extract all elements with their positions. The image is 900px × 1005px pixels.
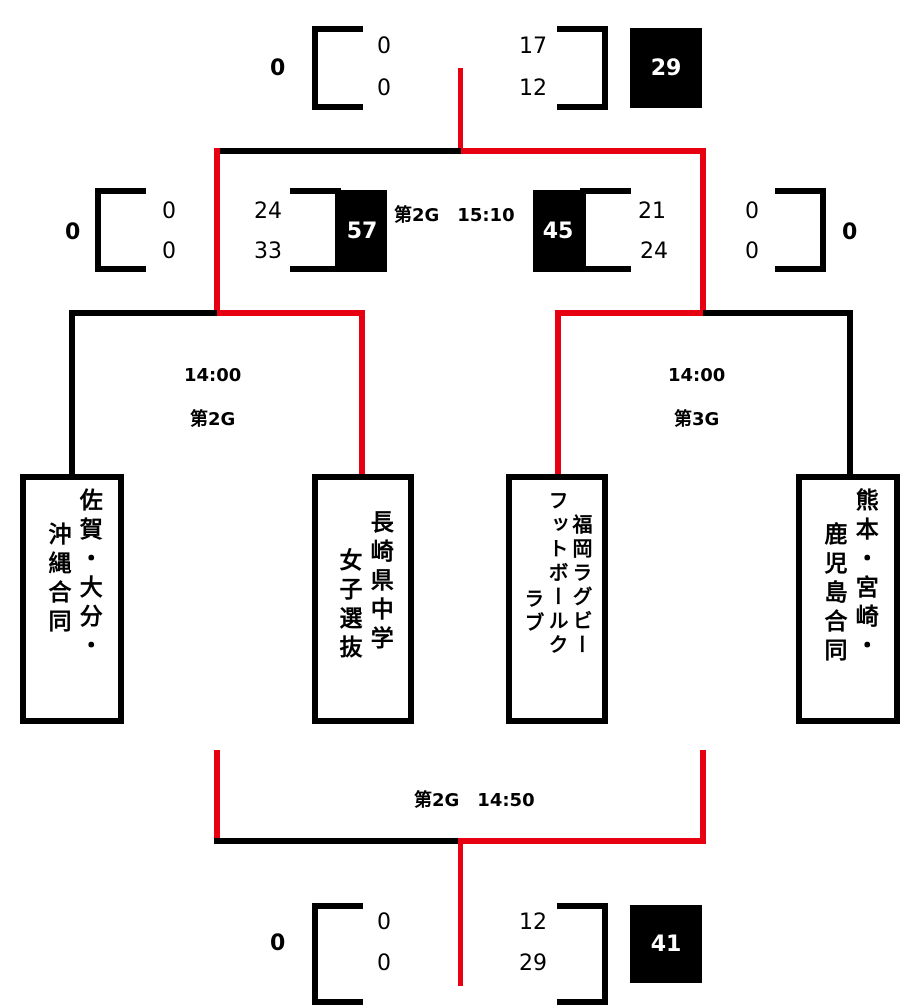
team-name-line: 福岡ラグビー xyxy=(569,514,593,658)
r1-left-right-horizontal-line xyxy=(217,310,364,316)
r1-left-team2-vertical-line xyxy=(359,310,365,478)
bottom-left-half1: 0 xyxy=(377,910,391,935)
team-name-line: 鹿児島合同 xyxy=(820,522,846,667)
bottom-right-half2: 29 xyxy=(519,951,547,976)
final-stem-line xyxy=(458,68,463,153)
team-name-line: 熊本・宮崎・ xyxy=(851,488,878,662)
semi-right-right-half2: 0 xyxy=(745,239,759,264)
semi-right-right-half1: 0 xyxy=(745,199,759,224)
team-name-line: ラブ xyxy=(521,588,545,636)
semi-left-left-total: 0 xyxy=(65,220,81,245)
semi-left-right-half1: 24 xyxy=(254,199,282,224)
bottom-left-bracket xyxy=(312,903,363,1005)
bottom-right-horizontal-line xyxy=(458,838,706,844)
bottom-left-vertical-line xyxy=(214,750,220,844)
final-right-half2: 12 xyxy=(519,76,547,101)
r1-right-team3-vertical-line xyxy=(555,310,561,478)
team-name-line: 長崎県中学 xyxy=(366,510,393,655)
bottom-right-vertical-line xyxy=(700,750,706,844)
bottom-right-half1: 12 xyxy=(519,910,547,935)
team-name-line: フットボールク xyxy=(545,490,569,658)
semi-left-right-total: 57 xyxy=(337,190,387,272)
semi-left-vertical-line xyxy=(214,148,220,316)
semi-left-left-bracket xyxy=(95,188,146,272)
semi-left-right-bracket xyxy=(290,188,341,272)
semi-left-right-half2: 33 xyxy=(254,239,282,264)
team-box-fukuoka: 福岡ラグビー フットボールク ラブ xyxy=(506,474,608,724)
final-right-horizontal-line xyxy=(461,148,706,154)
team-name-line: 女子選抜 xyxy=(335,548,361,664)
semi-right-right-bracket xyxy=(775,188,826,272)
r1-left-team1-vertical-line xyxy=(69,310,75,478)
r1-right-ground: 第3G xyxy=(674,409,720,430)
final-right-total: 29 xyxy=(630,28,702,108)
r1-left-ground: 第2G xyxy=(190,409,236,430)
final-left-total: 0 xyxy=(270,56,286,81)
r1-right-time: 14:00 xyxy=(668,365,726,386)
semi-right-left-total: 45 xyxy=(533,190,583,272)
semi-right-left-bracket xyxy=(580,188,631,272)
team-box-nagasaki: 長崎県中学 女子選抜 xyxy=(312,474,414,724)
bottom-match-label: 第2G 14:50 xyxy=(414,790,535,811)
team-box-kumamoto-miyazaki-kagoshima: 熊本・宮崎・ 鹿児島合同 xyxy=(796,474,900,724)
bottom-left-total: 0 xyxy=(270,931,286,956)
bottom-right-bracket xyxy=(557,903,608,1005)
semi-right-left-half1: 21 xyxy=(638,199,666,224)
bottom-left-horizontal-line xyxy=(214,838,461,844)
team-box-saga-oita-okinawa: 佐賀・大分・ 沖縄合同 xyxy=(20,474,124,724)
bottom-stem-line xyxy=(458,838,463,986)
final-left-bracket xyxy=(312,26,363,110)
bottom-right-total: 41 xyxy=(630,905,702,983)
r1-right-team4-vertical-line xyxy=(847,310,853,478)
semi-left-left-half1: 0 xyxy=(162,199,176,224)
team-name-line: 沖縄合同 xyxy=(44,522,70,638)
final-right-half1: 17 xyxy=(519,34,547,59)
r1-right-right-horizontal-line xyxy=(703,310,853,316)
team-name-line: 佐賀・大分・ xyxy=(75,488,102,662)
r1-right-left-horizontal-line xyxy=(555,310,705,316)
r1-left-left-horizontal-line xyxy=(69,310,220,316)
semi-match-label: 第2G 15:10 xyxy=(394,205,515,226)
final-left-half2: 0 xyxy=(377,76,391,101)
semi-right-left-half2: 24 xyxy=(640,239,668,264)
final-left-half1: 0 xyxy=(377,34,391,59)
final-right-bracket xyxy=(557,26,608,110)
final-left-horizontal-line xyxy=(214,148,461,154)
bottom-left-half2: 0 xyxy=(377,951,391,976)
r1-left-time: 14:00 xyxy=(184,365,242,386)
semi-right-vertical-line xyxy=(700,148,706,316)
semi-left-left-half2: 0 xyxy=(162,239,176,264)
semi-right-right-total: 0 xyxy=(842,220,858,245)
